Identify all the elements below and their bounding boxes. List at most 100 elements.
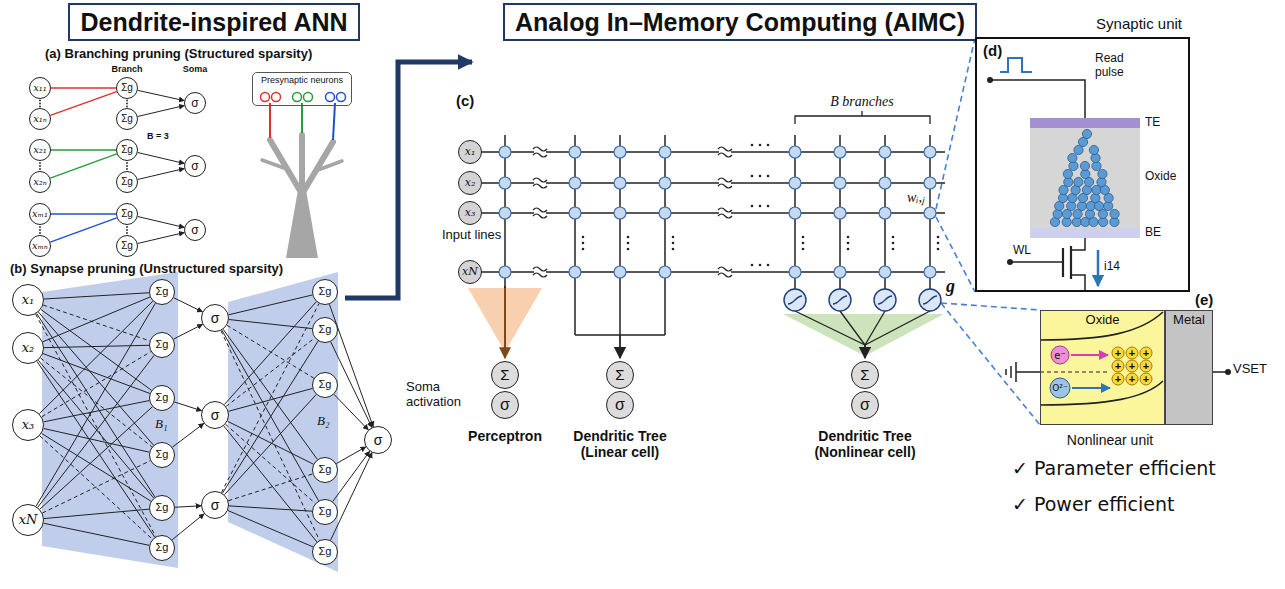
soma-node: σ xyxy=(201,401,229,429)
input-neuron: x₂ₙ xyxy=(29,171,51,193)
branch-node: Σg xyxy=(116,203,138,225)
annotation-label: (c) xyxy=(456,92,474,109)
crossbar-array xyxy=(582,242,585,245)
annotation-label: Dendritic Tree (Nonlinear cell) xyxy=(790,428,940,460)
node-text: σ xyxy=(191,160,198,173)
access-transistor xyxy=(1097,250,1100,286)
ellipsis-dots xyxy=(126,103,128,105)
mapping-arrow xyxy=(345,62,472,298)
band-diagram xyxy=(1040,312,1163,405)
connectors xyxy=(36,88,374,547)
connector xyxy=(44,428,150,452)
crossbar-array xyxy=(482,135,945,358)
connector xyxy=(51,87,116,88)
connector xyxy=(334,394,368,430)
crossbar-array xyxy=(664,135,666,335)
connector xyxy=(224,395,316,495)
connector xyxy=(44,523,150,545)
node-text: xN xyxy=(462,266,478,278)
branch-node: Σg xyxy=(116,77,138,99)
node-text: Σg xyxy=(156,286,169,298)
crossbar-array xyxy=(659,177,671,189)
input-neuron: xN xyxy=(12,504,44,536)
crossbar-array xyxy=(789,177,801,189)
crossbar-array xyxy=(937,236,940,239)
connector xyxy=(42,461,150,513)
branch-node: Σg xyxy=(312,457,338,483)
crossbar-array xyxy=(574,135,576,335)
node-text: x₁ₙ xyxy=(33,114,47,125)
input-neuron: x₂₁ xyxy=(29,139,51,161)
node-text: Σg xyxy=(121,241,133,252)
soma-node: σ xyxy=(184,219,206,241)
ellipsis-dots xyxy=(39,165,41,167)
connector xyxy=(174,324,203,339)
crossbar-array xyxy=(878,296,892,304)
input-line-node: x₁ xyxy=(458,140,482,164)
connector xyxy=(138,90,185,100)
connector xyxy=(50,218,116,242)
node-text: xₘₙ xyxy=(32,241,48,252)
node-text: Σg xyxy=(121,114,133,125)
charge-symbol: + xyxy=(1126,347,1139,360)
connector xyxy=(221,331,320,541)
node-text: Σg xyxy=(156,339,169,351)
input-neuron: x₁₁ xyxy=(29,77,51,99)
crossbar-array xyxy=(834,177,846,189)
annotation-label: Oxide xyxy=(1145,170,1176,184)
branch-node: Σg xyxy=(312,317,338,343)
connector xyxy=(222,330,319,501)
crossbar-array xyxy=(834,146,846,158)
annotation-label: TE xyxy=(1145,116,1160,130)
connector xyxy=(228,511,313,547)
node-text: x₂ xyxy=(465,177,476,189)
memristor-stack xyxy=(1030,118,1140,238)
branch-node: Σg xyxy=(116,139,138,161)
dendrite-illustration xyxy=(272,93,281,102)
annotation-label: g xyxy=(946,276,955,297)
input-neuron: xₘₙ xyxy=(29,235,51,257)
crossbar-array xyxy=(718,178,732,188)
zoom-lines xyxy=(936,38,1040,425)
charge-symbol: + xyxy=(1112,360,1125,373)
annotation-label: (d) xyxy=(983,42,1002,59)
band-diagram xyxy=(1225,369,1231,375)
soma-node: σ xyxy=(184,155,206,177)
branch-node: Σg xyxy=(149,332,175,358)
connector xyxy=(229,506,312,511)
sum-node: Σ xyxy=(851,361,879,389)
connector xyxy=(51,149,116,150)
annotation-label: (b) Synapse pruning (Unstructured sparsi… xyxy=(10,262,283,277)
perceptron-funnel xyxy=(468,286,542,358)
annotation-label: B = 3 xyxy=(147,131,169,141)
crossbar-array xyxy=(751,175,754,178)
branch-node: Σg xyxy=(149,442,175,468)
node-text: Σg xyxy=(319,546,332,558)
crossbar-array xyxy=(840,311,865,345)
conductive-filament xyxy=(1074,177,1083,186)
crossbar-array xyxy=(937,248,940,251)
node-text: Σg xyxy=(121,145,133,156)
connector xyxy=(51,213,116,214)
connector xyxy=(174,402,201,411)
connector xyxy=(226,424,316,503)
crossbar-array xyxy=(924,146,936,158)
zoom-lines xyxy=(936,38,1040,425)
crossbar-array xyxy=(482,182,945,184)
synaptic-unit-box: Synaptic unit xyxy=(975,37,1190,292)
crossbar-array xyxy=(759,205,762,208)
read-pulse xyxy=(987,58,1085,118)
connector xyxy=(175,506,201,507)
crossbar-array xyxy=(499,207,511,219)
crossbar-array xyxy=(619,135,621,335)
memristor-stack xyxy=(1030,118,1140,128)
ellipsis-dots xyxy=(126,168,128,170)
soma-node: σ xyxy=(201,304,229,332)
crossbar-array xyxy=(719,264,731,280)
conductive-filament xyxy=(1059,185,1068,194)
crossbar-array xyxy=(892,242,895,245)
dendrite-illustration xyxy=(326,93,335,102)
crossbar-array xyxy=(619,335,621,358)
connector xyxy=(228,421,314,464)
connector xyxy=(138,153,185,164)
